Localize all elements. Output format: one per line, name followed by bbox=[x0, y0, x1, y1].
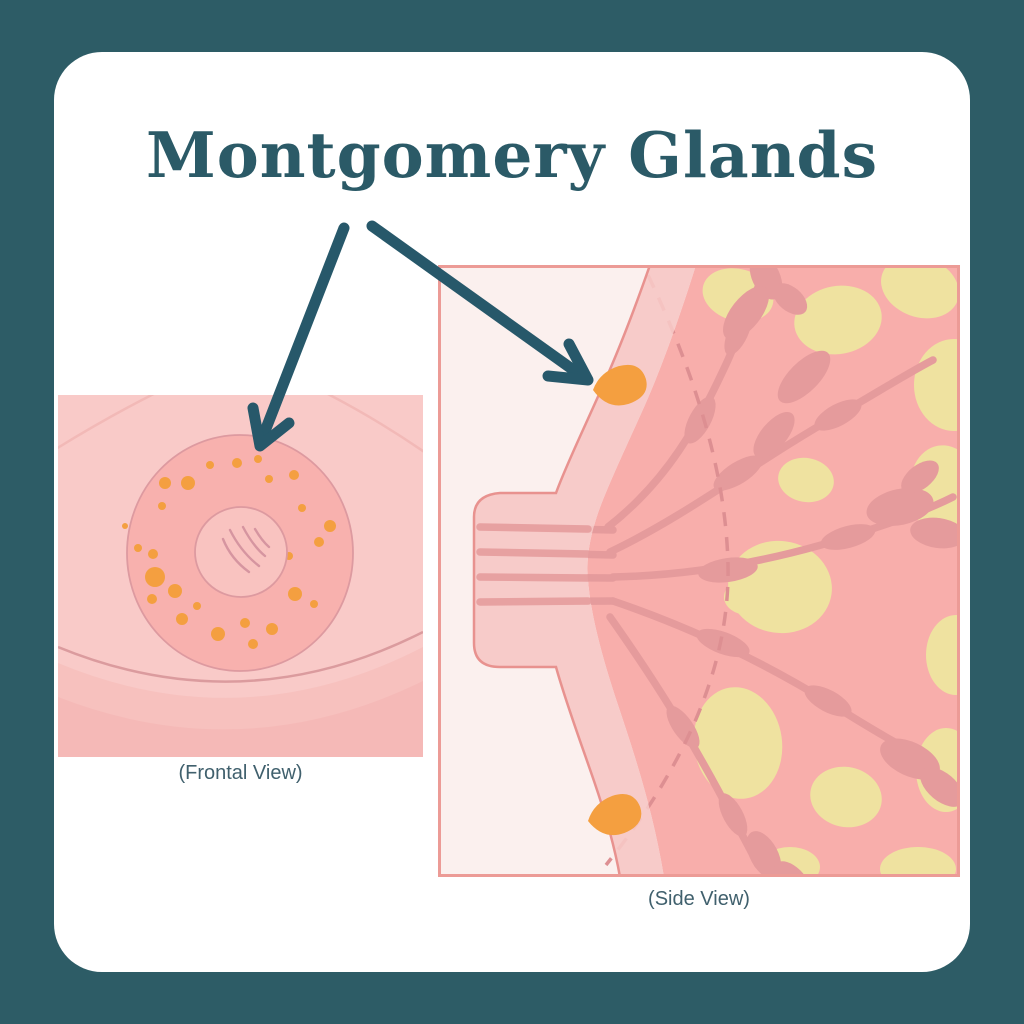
frontal-view-illustration bbox=[58, 395, 423, 757]
under-breast-shading bbox=[58, 681, 423, 757]
nipple-texture-lines bbox=[221, 525, 271, 574]
montgomery-gland-dots bbox=[122, 455, 336, 649]
side-panel-border bbox=[438, 265, 960, 877]
nipple-duct-openings bbox=[476, 523, 592, 606]
side-view-illustration bbox=[438, 265, 960, 877]
page-title: Montgomery Glands bbox=[145, 118, 879, 192]
side-view-panel bbox=[438, 265, 960, 877]
dashed-contour-line bbox=[604, 274, 730, 867]
side-view-label: (Side View) bbox=[648, 888, 750, 910]
frontal-view-label: (Frontal View) bbox=[178, 762, 303, 784]
body-contour-line bbox=[58, 395, 155, 450]
body-contour-line bbox=[327, 395, 423, 453]
nipple bbox=[194, 506, 288, 598]
under-breast-curve bbox=[58, 630, 423, 683]
skin-layer bbox=[474, 265, 696, 877]
frontal-view-panel bbox=[58, 395, 423, 757]
